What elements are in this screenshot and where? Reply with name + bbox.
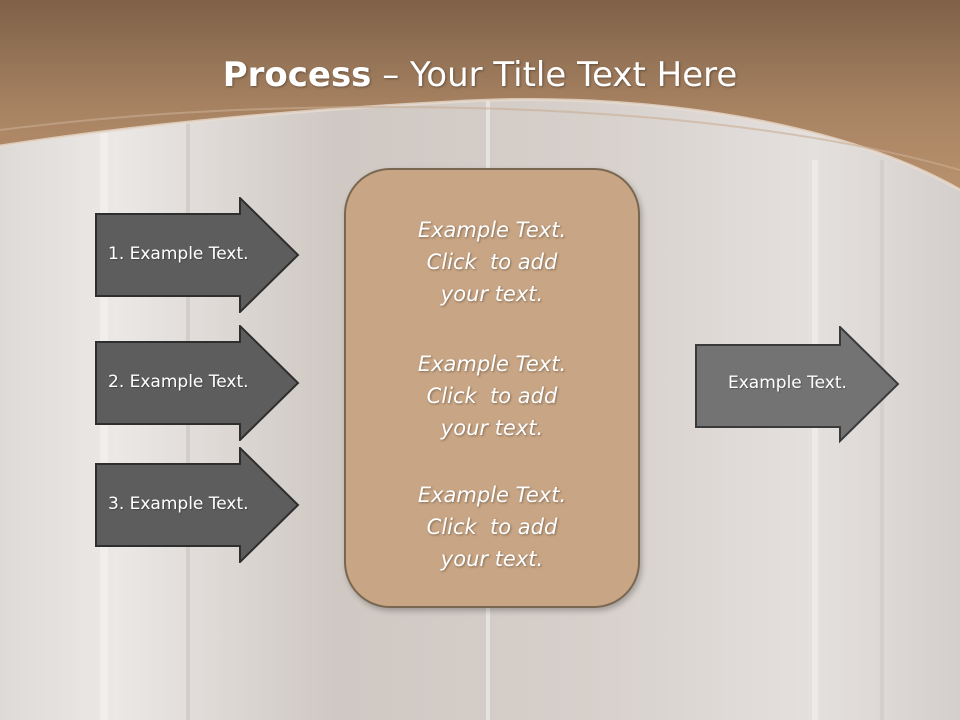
center-line: Click to add [426,384,558,408]
left-arrow-1: 1. Example Text. [95,197,301,313]
center-line: your text. [440,416,544,440]
arrow-label-right: Example Text. [728,373,847,393]
center-text-block-3: Example Text. Click to add your text. [346,479,638,575]
arrow-label-2: 2. Example Text. [108,372,249,392]
slide-title: Process – Your Title Text Here [0,52,960,98]
right-arrow: Example Text. [695,326,901,444]
arrow-right-icon [95,197,300,313]
title-rest: – Your Title Text Here [371,55,738,95]
title-bold: Process [222,55,372,95]
center-text-block-2: Example Text. Click to add your text. [346,348,638,444]
center-box: Example Text. Click to add your text. Ex… [344,168,640,608]
center-line: Click to add [426,250,558,274]
arrow-label-3: 3. Example Text. [108,494,249,514]
center-text-block-1: Example Text. Click to add your text. [346,214,638,310]
left-arrow-3: 3. Example Text. [95,447,301,563]
center-line: your text. [440,547,544,571]
center-line: Example Text. [417,352,567,376]
center-line: your text. [440,282,544,306]
center-line: Example Text. [417,483,567,507]
left-arrow-2: 2. Example Text. [95,325,301,441]
arrow-right-icon [95,325,300,441]
center-line: Click to add [426,515,558,539]
arrow-label-1: 1. Example Text. [108,244,249,264]
arrow-right-icon [695,326,900,444]
center-line: Example Text. [417,218,567,242]
arrow-right-icon [95,447,300,563]
